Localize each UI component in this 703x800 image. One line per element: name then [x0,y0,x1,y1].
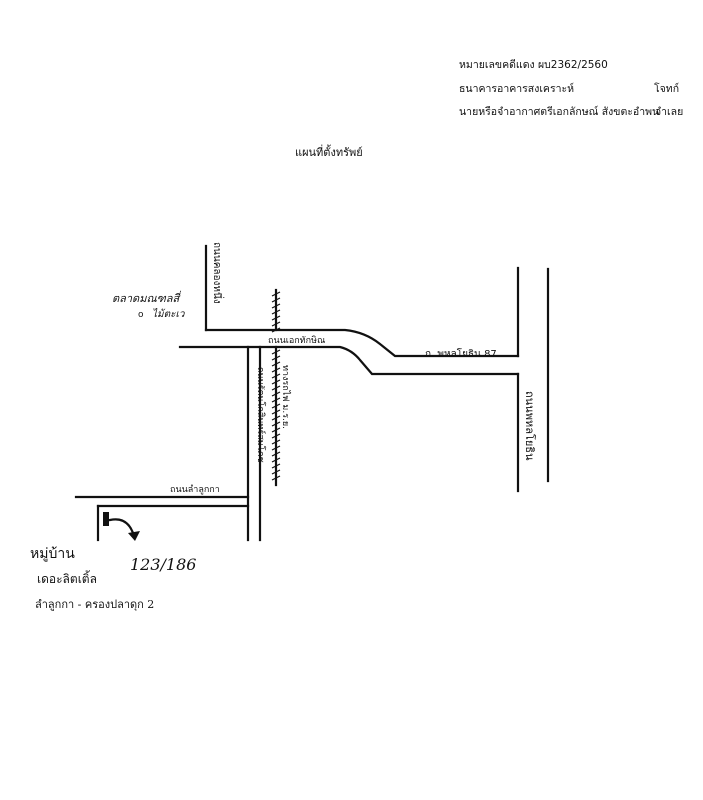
road-label-rail-left: ถนนรัตนโกสินทร์สมโภช [255,367,267,463]
rail-tie [271,421,281,427]
rail-tie [271,315,281,321]
place-sub-label: ไม้ตะเว [152,308,186,320]
road-label-right: ถ. พหลโยธิน 87 [425,347,497,360]
place-label-bullet: o [138,310,144,320]
map-title: แผนที่ตั้งทรัพย์ [295,146,363,159]
rail-tie [271,391,281,397]
rail-tie [271,373,281,379]
rail-tie [271,385,281,391]
rail-tie [271,427,281,433]
rail-tie [271,327,281,333]
arrow-head-icon [128,531,140,541]
rail-tie [271,445,281,451]
rail-tie [271,433,281,439]
rail-tie [271,397,281,403]
house-number: 123/186 [130,555,196,574]
house-marker [103,512,109,526]
road-line [178,345,520,376]
rail-tie [271,415,281,421]
place-label: ตลาดมณฑลสี่ [112,290,182,305]
rail-tie [271,451,281,457]
rail-tie [271,379,281,385]
railway-hatching [271,291,281,481]
plaintiff-label: ธนาคารอาคารสงเคราะห์ [459,83,575,95]
road-label-far-right: ถนนพหลโยธิน [523,391,537,461]
defendant-role: จำเลย [655,106,684,118]
rail-tie [271,469,281,475]
road-label-upper: ถนนเอกทักษิณ [268,335,325,346]
rail-tie [271,457,281,463]
village-sub2: ลำลูกกา - ครองปลาดุก 2 [35,598,154,611]
road-label-lower: ถนนลำลูกกา [170,484,220,495]
rail-tie [271,355,281,361]
rail-tie [271,367,281,373]
village-sub: เดอะลิตเติ้ล [37,570,97,586]
rail-tie [271,297,281,303]
road-label-rail-right: ทางรถไฟ ม.ร.ย. [280,365,291,429]
road-label-vertical-left: ถนนคลองหนึ่ง [211,242,225,304]
rail-tie [271,321,281,327]
rail-tie [271,303,281,309]
rail-tie [271,463,281,469]
rail-tie [271,309,281,315]
case-number: หมายเลขคดีแดง ผบ2362/2560 [459,59,608,71]
rail-tie [271,291,281,297]
rail-tie [271,475,281,481]
rail-tie [271,349,281,355]
rail-tie [271,361,281,367]
village-name: หมู่บ้าน [30,546,75,562]
rail-tie [271,403,281,409]
rail-tie [271,439,281,445]
road-line [204,328,520,358]
plaintiff-role: โจทก์ [654,83,680,95]
rail-tie [271,409,281,415]
defendant-label: นายหรือจำอากาศตรีเอกลักษณ์ สังขตะอำพน [459,106,660,118]
